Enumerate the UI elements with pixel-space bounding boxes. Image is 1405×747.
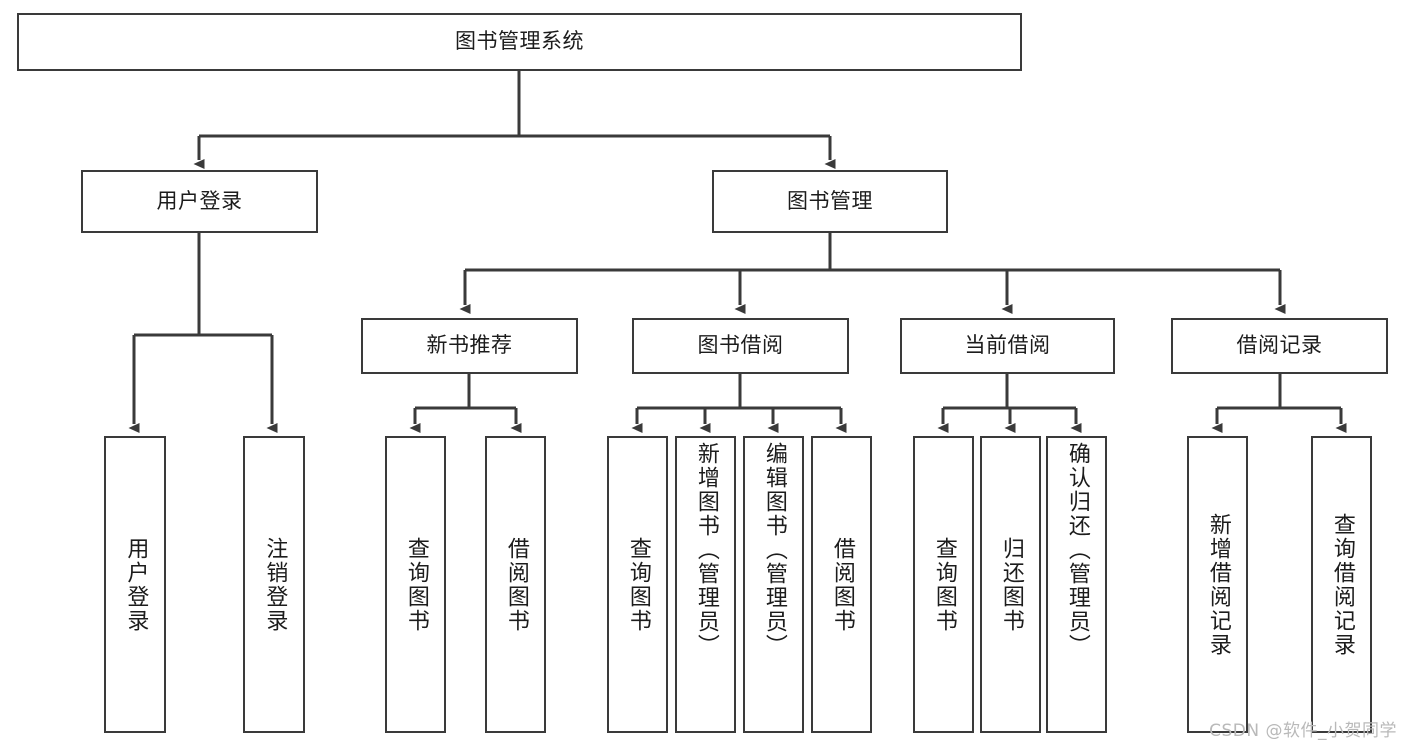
leaf-confirm-return[interactable]: 确认归还（管理员）	[1046, 436, 1107, 733]
node-current-borrow[interactable]: 当前借阅	[900, 318, 1115, 374]
node-new-book-recommend[interactable]: 新书推荐	[361, 318, 578, 374]
leaf-query-book-3-label: 查询图书	[931, 536, 957, 633]
leaf-query-book-1-label: 查询图书	[403, 536, 429, 633]
leaf-user-logout-label: 注销登录	[262, 536, 288, 633]
leaf-add-record-label: 新增借阅记录	[1205, 512, 1231, 657]
node-user-login-label: 用户登录	[156, 188, 243, 213]
leaf-return-book-label: 归还图书	[998, 536, 1024, 633]
csdn-watermark: CSDN @软件_小贺同学	[1209, 721, 1397, 741]
leaf-query-book-2-label: 查询图书	[625, 536, 651, 633]
leaf-add-book[interactable]: 新增图书（管理员）	[675, 436, 736, 733]
leaf-add-book-label: 新增图书（管理员）	[693, 442, 719, 658]
leaf-query-book-2[interactable]: 查询图书	[607, 436, 668, 733]
leaf-query-book-3[interactable]: 查询图书	[913, 436, 974, 733]
leaf-query-record[interactable]: 查询借阅记录	[1311, 436, 1372, 733]
leaf-confirm-return-label: 确认归还（管理员）	[1064, 442, 1090, 658]
node-book-borrow-label: 图书借阅	[697, 333, 784, 358]
node-root[interactable]: 图书管理系统	[17, 13, 1022, 71]
leaf-edit-book[interactable]: 编辑图书（管理员）	[743, 436, 804, 733]
node-book-manage[interactable]: 图书管理	[712, 170, 948, 233]
leaf-borrow-book-1[interactable]: 借阅图书	[485, 436, 546, 733]
leaf-borrow-book-2-label: 借阅图书	[829, 536, 855, 633]
leaf-edit-book-label: 编辑图书（管理员）	[761, 442, 787, 658]
leaf-query-record-label: 查询借阅记录	[1329, 512, 1355, 657]
leaf-borrow-book-1-label: 借阅图书	[503, 536, 529, 633]
node-new-book-recommend-label: 新书推荐	[426, 333, 513, 358]
leaf-query-book-1[interactable]: 查询图书	[385, 436, 446, 733]
node-book-borrow[interactable]: 图书借阅	[632, 318, 849, 374]
node-borrow-record-label: 借阅记录	[1236, 333, 1323, 358]
leaf-add-record[interactable]: 新增借阅记录	[1187, 436, 1248, 733]
leaf-user-login-label: 用户登录	[123, 536, 149, 633]
leaf-borrow-book-2[interactable]: 借阅图书	[811, 436, 872, 733]
node-current-borrow-label: 当前借阅	[964, 333, 1051, 358]
leaf-user-login[interactable]: 用户登录	[104, 436, 166, 733]
node-user-login[interactable]: 用户登录	[81, 170, 318, 233]
leaf-return-book[interactable]: 归还图书	[980, 436, 1041, 733]
leaf-user-logout[interactable]: 注销登录	[243, 436, 305, 733]
node-root-label: 图书管理系统	[455, 29, 584, 54]
node-borrow-record[interactable]: 借阅记录	[1171, 318, 1388, 374]
node-book-manage-label: 图书管理	[787, 188, 873, 213]
